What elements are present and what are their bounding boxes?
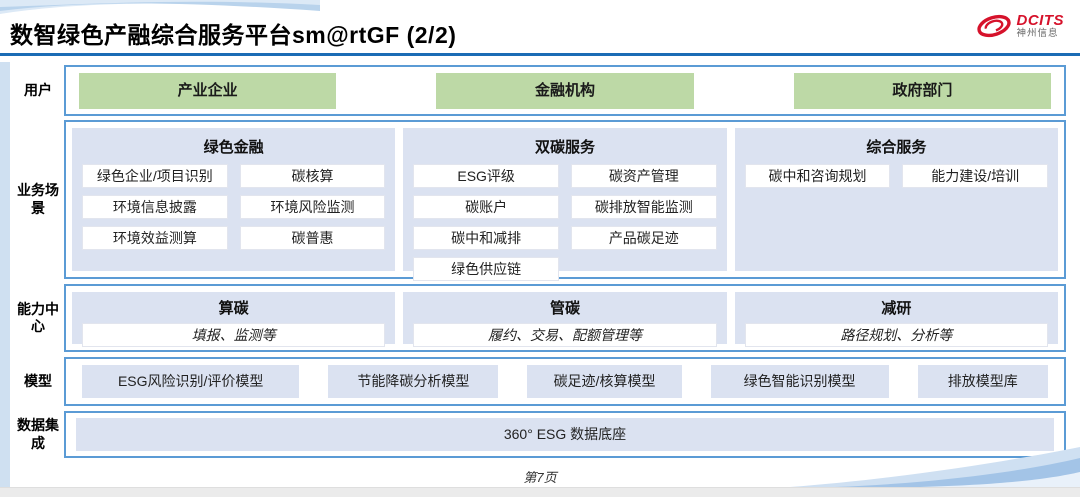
- models-row-label: 模型: [24, 372, 52, 389]
- data-integration-frame: 360° ESG 数据底座: [64, 411, 1066, 458]
- scenario-item: 碳核算: [239, 164, 386, 188]
- capability-title: 算碳: [218, 300, 249, 317]
- group-items: ESG评级 碳资产管理 碳账户 碳排放智能监测 碳中和减排 产品碳足迹 绿色供应…: [413, 164, 717, 281]
- models-frame: ESG风险识别/评价模型 节能降碳分析模型 碳足迹/核算模型 绿色智能识别模型 …: [64, 357, 1066, 406]
- scenarios-frame: 绿色金融 绿色企业/项目识别 碳核算 环境信息披露 环境风险监测 环境效益测算 …: [64, 120, 1066, 281]
- dcits-logo: DCITS 神州信息: [976, 12, 1065, 40]
- user-box-finance: 金融机构: [436, 72, 694, 109]
- group-title: 双碳服务: [534, 139, 595, 156]
- scenario-item: 产品碳足迹: [570, 226, 717, 250]
- page-number: 第7页: [523, 470, 557, 485]
- group-dual-carbon: 双碳服务 ESG评级 碳资产管理 碳账户 碳排放智能监测 碳中和减排 产品碳足迹…: [403, 128, 727, 281]
- model-box: 碳足迹/核算模型: [527, 365, 682, 398]
- scenario-item: 碳中和咨询规划: [744, 164, 891, 188]
- group-green-finance: 绿色金融 绿色企业/项目识别 碳核算 环境信息披露 环境风险监测 环境效益测算 …: [72, 128, 396, 271]
- scenario-item: 碳中和减排: [413, 226, 559, 250]
- logo-brand: DCITS: [1016, 12, 1064, 30]
- bottom-gray-bar: [0, 487, 1080, 497]
- scenario-item: 环境信息披露: [82, 195, 228, 219]
- model-box: 节能降碳分析模型: [328, 365, 499, 398]
- data-integration-row: 数据集成 360° ESG 数据底座: [12, 411, 1066, 458]
- scenario-item: 环境效益测算: [82, 226, 228, 250]
- dcits-logo-icon: [976, 14, 1011, 38]
- scenarios-row-label: 业务场景: [17, 182, 59, 216]
- header: 数智绿色产融综合服务平台sm@rtGF (2/2) DCITS 神州信息: [0, 0, 1080, 56]
- data-integration-row-label: 数据集成: [17, 417, 59, 451]
- scenario-item: 绿色企业/项目识别: [82, 164, 228, 188]
- model-box: 绿色智能识别模型: [710, 365, 889, 398]
- page-title: 数智绿色产融综合服务平台sm@rtGF (2/2): [10, 22, 457, 48]
- capability-carbon-management: 管碳 履约、交易、配额管理等: [403, 292, 727, 347]
- capability-desc: 填报、监测等: [82, 323, 386, 347]
- capability-carbon-accounting: 算碳 填报、监测等: [72, 292, 396, 347]
- group-title: 综合服务: [866, 139, 927, 156]
- scenario-item: 绿色供应链: [413, 257, 559, 281]
- capabilities-row-label: 能力中心: [17, 300, 59, 335]
- capability-desc: 路径规划、分析等: [744, 323, 1048, 347]
- group-items: 绿色企业/项目识别 碳核算 环境信息披露 环境风险监测 环境效益测算 碳普惠: [82, 164, 386, 250]
- left-accent-bar: [0, 62, 10, 488]
- users-row-label: 用户: [24, 81, 52, 98]
- capability-title: 减研: [881, 300, 912, 317]
- model-box: ESG风险识别/评价模型: [82, 365, 300, 398]
- bottom-right-swoosh-decoration: [790, 447, 1080, 487]
- user-box-government: 政府部门: [793, 72, 1051, 109]
- scenario-item: 碳普惠: [239, 226, 386, 250]
- capability-title: 管碳: [549, 300, 580, 317]
- models-row: 模型 ESG风险识别/评价模型 节能降碳分析模型 碳足迹/核算模型 绿色智能识别…: [12, 357, 1066, 406]
- model-box: 排放模型库: [917, 365, 1049, 398]
- capabilities-frame: 算碳 填报、监测等 管碳 履约、交易、配额管理等 减研 路径规划、分析等: [64, 284, 1066, 352]
- group-title: 绿色金融: [203, 139, 264, 156]
- scenario-item: 碳资产管理: [570, 164, 717, 188]
- scenario-item: 环境风险监测: [239, 195, 386, 219]
- scenario-item: 能力建设/培训: [902, 164, 1048, 188]
- data-foundation-box: 360° ESG 数据底座: [76, 418, 1054, 451]
- logo-text: DCITS 神州信息: [1017, 13, 1065, 39]
- logo-company: 神州信息: [1016, 27, 1059, 39]
- users-row: 用户 产业企业 金融机构 政府部门: [12, 65, 1066, 116]
- capabilities-row: 能力中心 算碳 填报、监测等 管碳 履约、交易、配额管理等 减研 路径规划、分析…: [12, 284, 1066, 352]
- title-divider-line: [0, 53, 1080, 56]
- scenario-item: ESG评级: [413, 164, 559, 188]
- users-frame: 产业企业 金融机构 政府部门: [64, 65, 1066, 116]
- capability-desc: 履约、交易、配额管理等: [413, 323, 717, 347]
- group-comprehensive-services: 综合服务 碳中和咨询规划 能力建设/培训: [734, 128, 1058, 271]
- capability-reduction-research: 减研 路径规划、分析等: [734, 292, 1058, 347]
- group-items: 碳中和咨询规划 能力建设/培训: [744, 164, 1048, 188]
- scenario-item: 碳排放智能监测: [570, 195, 717, 219]
- scenarios-row: 业务场景 绿色金融 绿色企业/项目识别 碳核算 环境信息披露 环境风险监测 环境…: [12, 120, 1066, 281]
- top-left-swoosh-decoration: [0, 0, 320, 14]
- scenario-item: 碳账户: [413, 195, 559, 219]
- user-box-industry: 产业企业: [79, 72, 337, 109]
